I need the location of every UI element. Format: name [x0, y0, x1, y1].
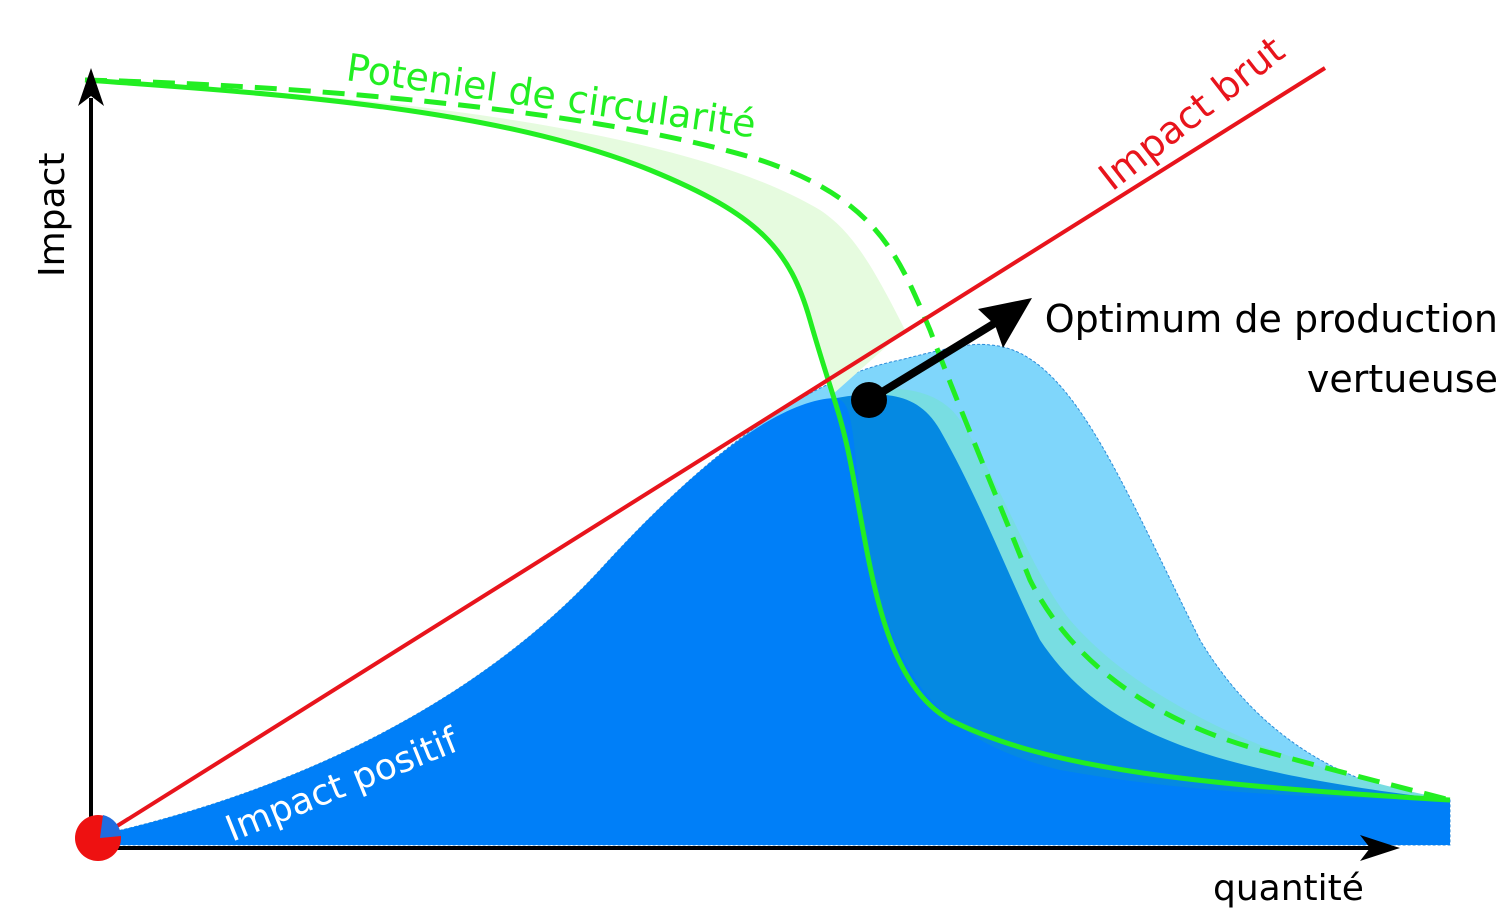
optimum-label-line1: Optimum de production — [1045, 297, 1498, 341]
x-axis-arrow-icon — [1360, 835, 1400, 861]
gross-impact-line — [96, 66, 1327, 840]
positive-impact-area — [100, 398, 1450, 845]
y-axis-label: Impact — [32, 152, 73, 277]
y-axis-arrow-icon — [78, 68, 104, 106]
optimum-arrow-shaft — [866, 316, 1003, 404]
origin-dot-blue-edge — [100, 815, 121, 838]
optimum-label-line2: vertueuse — [1307, 357, 1498, 401]
x-axis-label: quantité — [1213, 868, 1364, 909]
circularity-dashed-curve — [84, 77, 1451, 803]
arrow-up-right-icon — [978, 298, 1032, 348]
circularity-solid-curve — [84, 77, 1451, 803]
gross-impact-label: Impact brut — [1090, 28, 1292, 199]
